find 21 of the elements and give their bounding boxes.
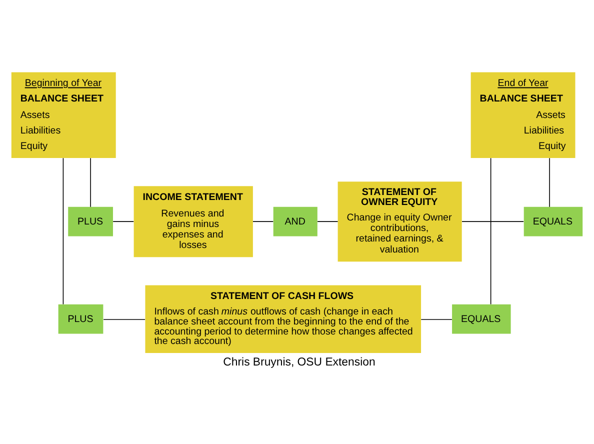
connector bbox=[112, 221, 134, 222]
connector bbox=[317, 221, 338, 222]
node-box: EQUALS bbox=[524, 206, 583, 236]
connector bbox=[420, 319, 452, 320]
connector bbox=[549, 158, 550, 208]
connector bbox=[62, 158, 64, 305]
node-box: PLUS bbox=[68, 206, 113, 236]
node-box: End of Year BALANCE SHEET Assets Liabilities Equity bbox=[470, 72, 576, 158]
node-box: AND bbox=[273, 206, 318, 236]
node-box: EQUALS bbox=[452, 304, 511, 334]
node-box: STATEMENT OF CASH FLOWS Inflows of cash minus outflows of cash (change in each balance sheet account from the beginning to the end of the accounting period to determine how those changes affected the cash account) bbox=[145, 285, 422, 353]
connector bbox=[462, 221, 524, 222]
node-box: Beginning of Year BALANCE SHEET Assets Liabilities Equity bbox=[11, 72, 116, 158]
connector bbox=[252, 221, 274, 222]
connector bbox=[490, 158, 492, 305]
connector bbox=[90, 158, 91, 208]
node-box: INCOME STATEMENT Revenues and gains minus expenses and losses bbox=[134, 186, 253, 258]
node-box: STATEMENT OF OWNER EQUITY Change in equity Owner contributions, retained earnings, & valuation bbox=[338, 182, 462, 262]
connector bbox=[103, 319, 146, 320]
caption: Chris Bruynis, OSU Extension bbox=[223, 356, 376, 368]
node-box: PLUS bbox=[58, 304, 104, 334]
